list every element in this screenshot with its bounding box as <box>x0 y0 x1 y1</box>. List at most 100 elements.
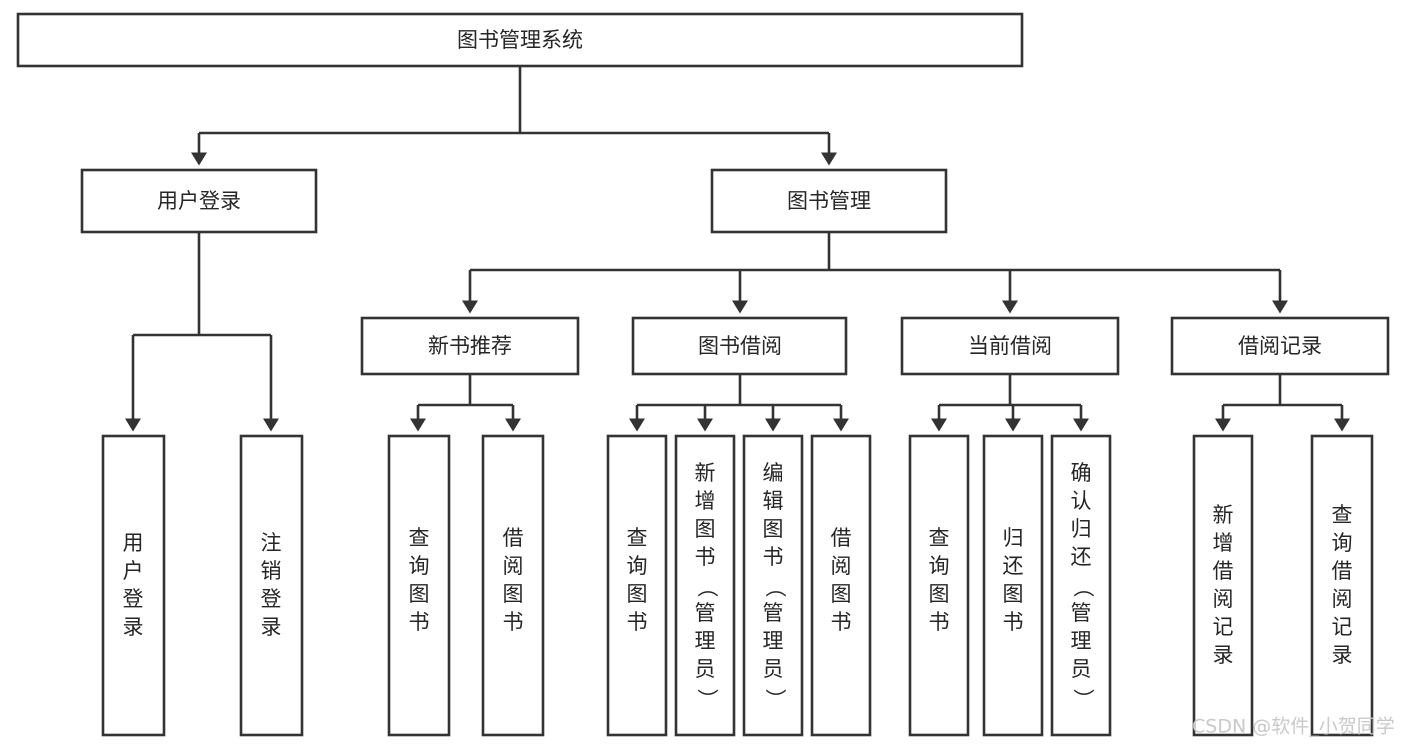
svg-text:查: 查 <box>409 526 430 550</box>
node-root-system-box[interactable] <box>16 12 1024 68</box>
svg-text:还: 还 <box>1071 545 1092 569</box>
svg-text:）: ） <box>695 689 719 710</box>
svg-text:认: 认 <box>1071 489 1092 513</box>
node-book-management[interactable]: 图书管理 <box>710 168 948 234</box>
node-user-login-box[interactable] <box>80 168 318 234</box>
svg-text:询: 询 <box>409 554 430 578</box>
svg-text:书: 书 <box>831 610 852 634</box>
leaf-add-borrow-record-box[interactable] <box>1192 434 1254 737</box>
svg-text:（: （ <box>763 577 787 598</box>
svg-text:新: 新 <box>695 461 716 485</box>
leaf-edit-book-admin-box[interactable] <box>742 434 804 737</box>
svg-text:员: 员 <box>763 657 784 681</box>
svg-text:图: 图 <box>409 582 430 606</box>
node-new-book-recommend-box[interactable] <box>360 316 580 376</box>
svg-text:）: ） <box>763 689 787 710</box>
svg-text:询: 询 <box>627 554 648 578</box>
leaf-user-login-box[interactable] <box>101 434 166 737</box>
leaf-query-borrow-record-box[interactable] <box>1310 434 1374 737</box>
leaf-borrow-book-borrow-box[interactable] <box>810 434 872 737</box>
node-current-borrow-label: 当前借阅 <box>968 334 1052 358</box>
node-book-management-label: 图书管理 <box>787 189 871 213</box>
svg-text:录: 录 <box>123 615 144 639</box>
svg-text:辑: 辑 <box>763 489 784 513</box>
leaf-return-book-box[interactable] <box>982 434 1044 737</box>
svg-text:书: 书 <box>503 610 524 634</box>
svg-text:登: 登 <box>261 587 282 611</box>
leaf-user-login-label: 用户登录 <box>123 531 144 639</box>
connector-layer <box>125 66 1350 432</box>
svg-text:图: 图 <box>1003 582 1024 606</box>
svg-text:管: 管 <box>1071 601 1092 625</box>
leaf-borrow-book-newbook-box[interactable] <box>481 434 545 737</box>
svg-text:书: 书 <box>627 610 648 634</box>
svg-text:记: 记 <box>1332 615 1353 639</box>
svg-text:查: 查 <box>627 526 648 550</box>
svg-text:户: 户 <box>123 559 144 583</box>
svg-text:记: 记 <box>1213 615 1234 639</box>
svg-text:书: 书 <box>695 545 716 569</box>
node-user-login[interactable]: 用户登录 <box>80 168 318 234</box>
svg-text:理: 理 <box>1071 629 1092 653</box>
svg-text:归: 归 <box>1071 517 1092 541</box>
leaf-logout-box[interactable] <box>239 434 304 737</box>
svg-text:理: 理 <box>695 629 716 653</box>
leaf-add-book-admin-box[interactable] <box>674 434 736 737</box>
node-book-management-box[interactable] <box>710 168 948 234</box>
node-borrow-records[interactable]: 借阅记录 <box>1170 316 1390 376</box>
svg-text:销: 销 <box>261 559 282 583</box>
svg-text:图: 图 <box>929 582 950 606</box>
svg-text:阅: 阅 <box>1213 587 1234 611</box>
node-root-system-label: 图书管理系统 <box>457 28 583 52</box>
svg-text:借: 借 <box>831 526 852 550</box>
svg-text:（: （ <box>695 577 719 598</box>
node-new-book-recommend[interactable]: 新书推荐 <box>360 316 580 376</box>
svg-text:书: 书 <box>1003 610 1024 634</box>
svg-text:登: 登 <box>123 587 144 611</box>
svg-text:询: 询 <box>1332 531 1353 555</box>
node-book-borrow-box[interactable] <box>631 316 848 376</box>
leaf-confirm-return-admin-box[interactable] <box>1050 434 1112 737</box>
svg-text:书: 书 <box>929 610 950 634</box>
svg-text:新: 新 <box>1213 503 1234 527</box>
svg-text:确: 确 <box>1071 461 1092 485</box>
svg-text:书: 书 <box>763 545 784 569</box>
node-book-borrow[interactable]: 图书借阅 <box>631 316 848 376</box>
node-current-borrow[interactable]: 当前借阅 <box>900 316 1120 376</box>
svg-text:）: ） <box>1071 689 1095 710</box>
leaf-user-login[interactable]: 用户登录 <box>101 434 166 737</box>
svg-text:图: 图 <box>695 517 716 541</box>
leaf-query-book-newbook-box[interactable] <box>387 434 451 737</box>
node-root-system[interactable]: 图书管理系统 <box>16 12 1024 68</box>
svg-text:阅: 阅 <box>831 554 852 578</box>
svg-text:增: 增 <box>695 489 716 513</box>
leaf-query-book-current-box[interactable] <box>908 434 970 737</box>
node-borrow-records-box[interactable] <box>1170 316 1390 376</box>
svg-text:查: 查 <box>929 526 950 550</box>
svg-text:员: 员 <box>695 657 716 681</box>
node-current-borrow-box[interactable] <box>900 316 1120 376</box>
svg-text:（: （ <box>1071 577 1095 598</box>
leaf-query-book-borrow-box[interactable] <box>606 434 668 737</box>
svg-text:管: 管 <box>763 601 784 625</box>
node-user-login-label: 用户登录 <box>157 189 241 213</box>
